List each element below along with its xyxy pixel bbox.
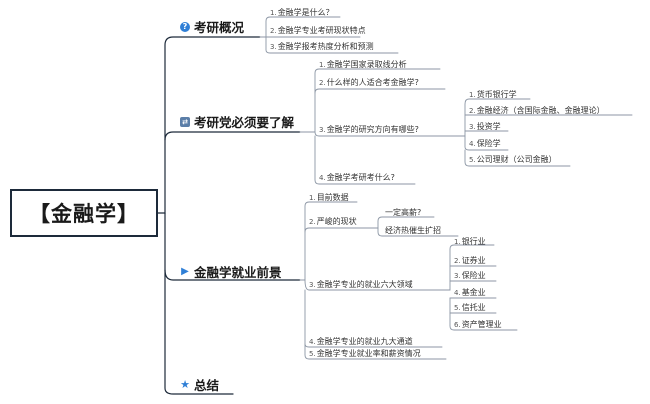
leaf-label: 金融学专业的就业六大领域	[316, 280, 413, 289]
leaf-label: 金融学专业考研现状特点	[277, 26, 366, 35]
leaf-b3-field-6[interactable]: 6.资产管理业	[454, 320, 502, 330]
branch-title: 考研党必须要了解	[194, 115, 295, 130]
connector-b1-leaves	[259, 16, 399, 54]
connector-b3-status	[364, 216, 459, 237]
leaf-number: 3.	[270, 43, 277, 51]
leaf-label: 信托业	[461, 303, 486, 312]
leaf-label: 金融学考研考什么?	[326, 173, 395, 182]
leaf-number: 4.	[454, 289, 461, 297]
branch-kaoyan-gaikuang[interactable]: ? 考研概况	[180, 17, 244, 36]
root-node[interactable]: 【金融学】	[10, 189, 158, 237]
connector-b2-sub-leaves	[456, 98, 633, 167]
leaf-number: 2.	[270, 27, 277, 35]
leaf-number: 4.	[469, 140, 476, 148]
leaf-label: 证券业	[461, 256, 486, 265]
shuffle-icon: ⇄	[180, 116, 190, 127]
leaf-number: 2.	[469, 107, 476, 115]
leaf-b2-sub-4[interactable]: 4.保险学	[469, 139, 501, 149]
leaf-label: 金融学报考热度分析和预测	[277, 42, 374, 51]
leaf-label: 金融学的研究方向有哪些?	[326, 125, 419, 134]
leaf-b1-3[interactable]: 3.金融学报考热度分析和预测	[270, 42, 374, 52]
leaf-number: 1.	[319, 61, 326, 69]
leaf-b1-1[interactable]: 1.金融学是什么？	[270, 8, 334, 18]
flag-icon: ▶	[181, 266, 189, 277]
leaf-label: 经济热催生扩招	[385, 226, 441, 235]
leaf-number: 1.	[454, 238, 461, 246]
leaf-label: 货币银行学	[476, 90, 517, 99]
branch-title: 总结	[194, 378, 220, 393]
question-icon: ?	[180, 21, 190, 32]
leaf-number: 5.	[309, 350, 316, 358]
star-icon: ★	[180, 378, 190, 391]
leaf-number: 3.	[309, 281, 316, 289]
branch-title: 金融学就业前景	[194, 265, 282, 280]
leaf-label: 银行业	[461, 237, 486, 246]
leaf-number: 5.	[469, 156, 476, 164]
leaf-b3-field-1[interactable]: 1.银行业	[454, 237, 486, 247]
leaf-b3-field-2[interactable]: 2.证券业	[454, 256, 486, 266]
leaf-number: 2.	[454, 257, 461, 265]
leaf-label: 资产管理业	[461, 320, 502, 329]
leaf-b3-5[interactable]: 5.金融学专业就业率和薪资情况	[309, 349, 421, 359]
leaf-number: 1.	[270, 9, 277, 17]
leaf-label: 投资学	[476, 122, 501, 131]
leaf-number: 2.	[309, 218, 316, 226]
leaf-b3-1[interactable]: 1.目前数据	[309, 193, 349, 203]
leaf-b2-4[interactable]: 4.金融学考研考什么?	[319, 173, 395, 183]
leaf-b3-field-4[interactable]: 4.基金业	[454, 288, 486, 298]
leaf-b3-3[interactable]: 3.金融学专业的就业六大领域	[309, 280, 413, 290]
leaf-label: 金融学是什么？	[277, 8, 334, 17]
leaf-b3-field-5[interactable]: 5.信托业	[454, 303, 486, 313]
leaf-b2-sub-1[interactable]: 1.货币银行学	[469, 90, 517, 100]
connector-root-b4	[164, 212, 234, 395]
leaf-label: 金融学国家录取线分析	[326, 60, 407, 69]
branch-employment-outlook[interactable]: ▶ 金融学就业前景	[180, 262, 282, 281]
leaf-number: 2.	[319, 79, 326, 87]
leaf-b2-1[interactable]: 1.金融学国家录取线分析	[319, 60, 407, 70]
leaf-number: 1.	[469, 91, 476, 99]
leaf-number: 4.	[309, 338, 316, 346]
connector-root-b2	[164, 131, 301, 141]
leaf-label: 金融学专业就业率和薪资情况	[316, 349, 421, 358]
leaf-label: 保险学	[476, 139, 501, 148]
branch-title: 考研概况	[194, 20, 245, 35]
leaf-b2-3[interactable]: 3.金融学的研究方向有哪些?	[319, 125, 419, 135]
leaf-number: 5.	[454, 304, 461, 312]
leaf-b3-4[interactable]: 4.金融学专业的就业九大通道	[309, 337, 413, 347]
branch-summary[interactable]: ★ 总结	[180, 375, 219, 394]
leaf-label: 一定高薪?	[385, 208, 422, 217]
connector-b3-leaves	[299, 201, 447, 360]
leaf-b2-sub-2[interactable]: 2.金融经济（含国际金融、金融理论）	[469, 106, 605, 116]
leaf-b1-2[interactable]: 2.金融学专业考研现状特点	[270, 26, 366, 36]
leaf-number: 3.	[469, 123, 476, 131]
leaf-b3-status-1[interactable]: 一定高薪?	[385, 208, 421, 218]
leaf-b3-2[interactable]: 2.严峻的现状	[309, 217, 357, 227]
leaf-number: 3.	[454, 272, 461, 280]
branch-must-know[interactable]: ⇄ 考研党必须要了解	[180, 112, 294, 131]
leaf-b3-status-2[interactable]: 经济热催生扩招	[385, 226, 441, 236]
leaf-label: 公司理财（公司金融）	[476, 155, 557, 164]
leaf-label: 金融经济（含国际金融、金融理论）	[476, 106, 605, 115]
leaf-b3-field-3[interactable]: 3.保险业	[454, 271, 486, 281]
leaf-number: 3.	[319, 126, 326, 134]
leaf-label: 保险业	[461, 271, 486, 280]
leaf-label: 金融学专业的就业九大通道	[316, 337, 413, 346]
leaf-label: 严峻的现状	[316, 217, 357, 226]
leaf-number: 1.	[309, 194, 316, 202]
leaf-label: 基金业	[461, 288, 486, 297]
leaf-label: 目前数据	[316, 193, 349, 202]
leaf-b2-sub-5[interactable]: 5.公司理财（公司金融）	[469, 155, 557, 165]
leaf-b2-sub-3[interactable]: 3.投资学	[469, 122, 501, 132]
leaf-label: 什么样的人适合考金融学?	[326, 78, 419, 87]
leaf-b2-2[interactable]: 2.什么样的人适合考金融学?	[319, 78, 419, 88]
connector-b2-leaves	[299, 68, 458, 185]
connector-root-b1	[157, 36, 261, 214]
connector-b3-fields	[441, 244, 518, 331]
leaf-number: 4.	[319, 174, 326, 182]
leaf-number: 6.	[454, 321, 461, 329]
